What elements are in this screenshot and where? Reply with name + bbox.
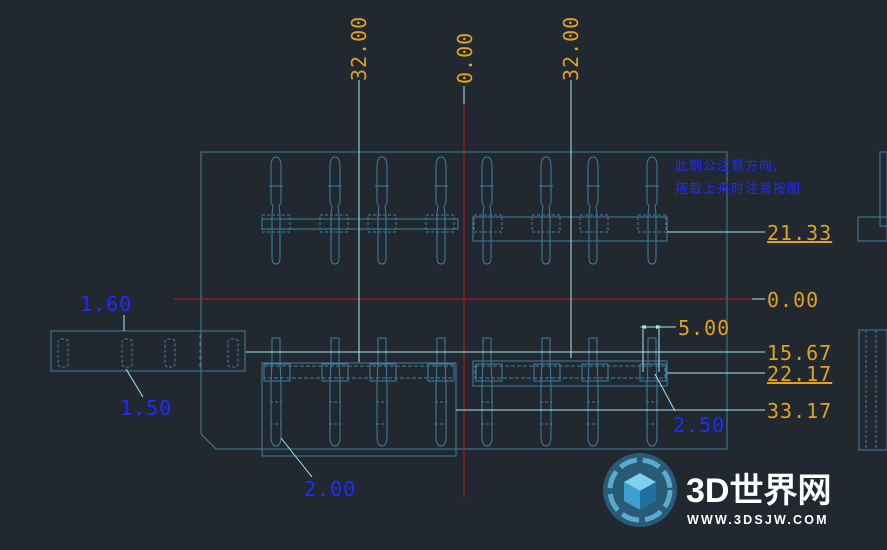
plate-outline (200, 151, 728, 450)
carrier-tab (321, 363, 349, 382)
blue-dimension-label: 2.00 (304, 477, 356, 501)
pin-upper (270, 156, 282, 265)
pin-lower (646, 337, 658, 447)
pin-upper (435, 156, 447, 265)
carrier-tab (427, 363, 455, 382)
dimension-label: 0.00 (453, 32, 477, 84)
blue-dimension-label: 1.50 (120, 396, 172, 420)
carrier-tab (639, 363, 667, 382)
dimension-label: 5.00 (678, 316, 730, 340)
carrier-tab (579, 214, 609, 233)
carrier-tab (637, 214, 667, 233)
pin-lower (329, 337, 341, 447)
upper-right-bar-outline (472, 216, 668, 242)
pin-upper (376, 156, 388, 265)
pin-upper (646, 156, 658, 265)
pin-upper (329, 156, 341, 265)
blue-dimension-label: 1.60 (80, 292, 132, 316)
dimension-label: 32.00 (347, 16, 371, 81)
pin-lower (587, 337, 599, 447)
pin-lower (481, 337, 493, 447)
cube-logo-icon (603, 453, 677, 527)
pin-upper (481, 156, 493, 265)
carrier-tab (533, 363, 561, 382)
carrier-tab (263, 363, 291, 382)
carrier-tab (319, 214, 349, 233)
pin-upper (587, 156, 599, 265)
carrier-tab (473, 214, 503, 233)
leader-lines (123, 80, 765, 478)
watermark-url: WWW.3DSJW.COM (687, 513, 829, 527)
dimension-label: 15.67 (767, 341, 832, 365)
dimension-label: 22.17 (767, 362, 832, 386)
carrier-tab (475, 363, 503, 382)
side-part-left (50, 330, 246, 372)
lower-carrier-bar (263, 365, 455, 379)
blue-dimension-label: 2.50 (673, 413, 725, 437)
pin-lower (376, 337, 388, 447)
lower-carrier-bar (474, 365, 666, 379)
pin-lower (540, 337, 552, 447)
carrier-tab (581, 363, 609, 382)
carrier-tab (367, 214, 397, 233)
annotation-note-line-1: 此钢公注意方向, (675, 158, 778, 174)
pin-group (261, 156, 667, 447)
dimension-arrow (640, 325, 646, 329)
dimension-label: 21.33 (767, 221, 832, 245)
carrier-tab (261, 214, 291, 233)
upper-carrier-bar (261, 218, 459, 230)
annotation-note-line-2: 搭截上来时注意按图 (675, 181, 801, 197)
watermark-brand: 3D世界网 (686, 472, 831, 510)
dimension-label: 32.00 (559, 16, 583, 81)
pin-lower (270, 337, 282, 447)
dimension-label: 0.00 (767, 288, 819, 312)
pin-upper (540, 156, 552, 265)
carrier-tab (425, 214, 455, 233)
dimension-arrow (656, 325, 662, 329)
carrier-tab (369, 363, 397, 382)
side-part-right (857, 151, 887, 451)
lower-left-bar-outline (261, 362, 457, 457)
dimension-label: 33.17 (767, 399, 832, 423)
pin-lower (435, 337, 447, 447)
watermark: 3D世界网 WWW.3DSJW.COM (603, 453, 831, 527)
carrier-tab (531, 214, 561, 233)
